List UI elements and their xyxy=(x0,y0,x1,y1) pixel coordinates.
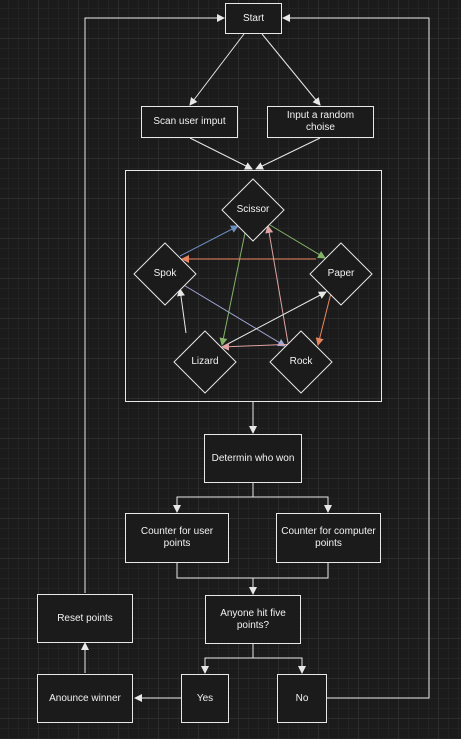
edge-rock-scissor xyxy=(265,225,289,344)
edge-decision-to-no xyxy=(253,657,306,674)
edge-determine-to-user-counter xyxy=(173,483,254,513)
edge-spok-scissor xyxy=(179,225,239,257)
edge-rock-lizard xyxy=(221,342,297,351)
edge-random-to-group xyxy=(255,137,321,170)
edge-paper-rock xyxy=(315,288,333,346)
edge-start-to-scan xyxy=(189,33,245,106)
rock-label: Rock xyxy=(289,356,313,367)
edge-spok-rock xyxy=(181,283,286,347)
spok-label: Spok xyxy=(153,268,177,279)
random-choice-node[interactable]: Input a random choise xyxy=(267,106,374,138)
computer-counter-node[interactable]: Counter for computer points xyxy=(276,513,381,563)
edge-computer-counter-to-decision xyxy=(253,563,329,579)
diamond-rock[interactable] xyxy=(269,330,333,394)
scan-input-node[interactable]: Scan user imput xyxy=(141,106,238,138)
announce-winner-node[interactable]: Anounce winner xyxy=(37,674,133,723)
edge-start-to-random xyxy=(261,33,321,106)
edge-scan-to-group xyxy=(189,137,253,170)
diamond-lizard[interactable] xyxy=(173,330,237,394)
lizard-label: Lizard xyxy=(191,356,219,367)
hit-five-decision-node[interactable]: Anyone hit five points? xyxy=(205,595,301,644)
choices-group xyxy=(125,170,382,402)
edge-no-to-start xyxy=(282,14,430,699)
determine-winner-node[interactable]: Determin who won xyxy=(204,434,302,483)
reset-points-node[interactable]: Reset points xyxy=(37,594,133,643)
yes-node[interactable]: Yes xyxy=(181,674,229,723)
edge-scissor-paper xyxy=(269,224,326,259)
no-node[interactable]: No xyxy=(277,674,327,723)
edge-user-counter-to-decision xyxy=(176,563,257,595)
diamond-scissor[interactable] xyxy=(221,178,285,242)
edge-reset-to-start xyxy=(84,14,225,593)
paper-label: Paper xyxy=(327,268,355,279)
edge-determine-to-computer-counter xyxy=(253,496,332,513)
edge-scissor-lizard xyxy=(219,227,247,346)
edge-lizard-paper xyxy=(221,291,327,348)
diamond-paper[interactable] xyxy=(309,242,373,306)
edge-decision-to-yes xyxy=(201,644,254,674)
diamond-spok[interactable] xyxy=(133,242,197,306)
scissor-label: Scissor xyxy=(236,204,270,215)
edge-lizard-spok xyxy=(176,288,187,334)
start-node[interactable]: Start xyxy=(225,3,282,34)
user-counter-node[interactable]: Counter for user points xyxy=(125,513,229,563)
